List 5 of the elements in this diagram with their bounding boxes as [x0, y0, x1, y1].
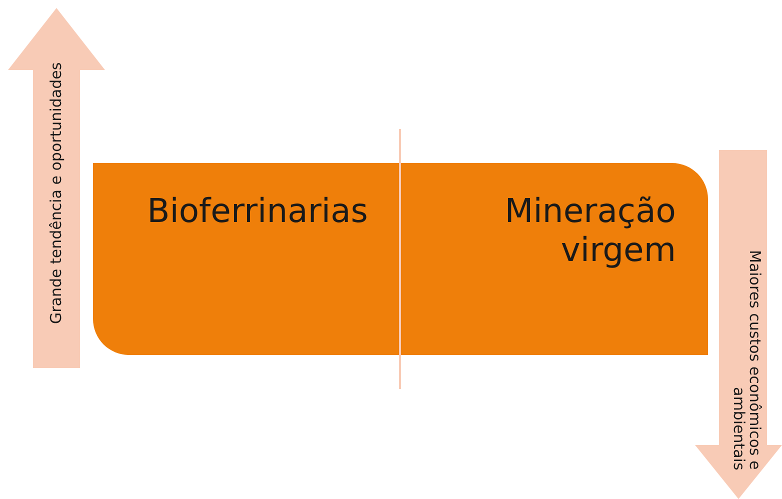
arrow-label: Maiores custos econômicos e ambientais: [731, 249, 763, 470]
process-box: [93, 163, 708, 355]
box-label: Bioferrinarias: [146, 191, 368, 230]
box-label: Mineração virgem: [504, 191, 676, 269]
arrow-label: Grande tendência e oportunidades: [48, 61, 64, 326]
